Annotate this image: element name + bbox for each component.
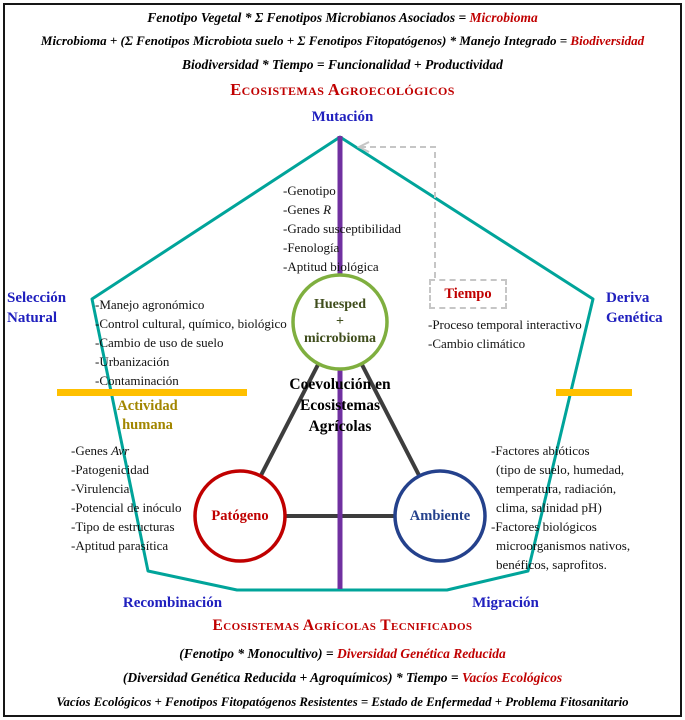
list-item-text: -Genes: [71, 443, 112, 458]
list-item: -Grado susceptibilidad: [283, 221, 402, 236]
list-item: -Urbanización: [95, 354, 170, 369]
list-item: temperatura, radiación,: [496, 481, 617, 496]
force-migracion: Migración: [472, 595, 539, 611]
host-node-line2: +: [336, 314, 344, 329]
host-circle: [291, 273, 389, 371]
human-activity-line1: Actividad: [117, 398, 178, 414]
list-item: -Control cultural, químico, biológico: [95, 316, 287, 331]
force-recombinacion: Recombinación: [122, 595, 223, 611]
list-item: clima, salinidad pH): [496, 500, 602, 515]
pathogen-factors-list: -Genes Avr -Patogenicidad -Virulencia -P…: [71, 441, 181, 555]
environment-factors-list: -Factores abióticos (tipo de suelo, hume…: [491, 441, 630, 574]
force-deriva-genetica: Deriva Genética: [606, 288, 663, 328]
list-item: -Patogenicidad: [71, 462, 149, 477]
list-item: -Factores abióticos: [491, 443, 590, 458]
list-item: -Aptitud biológica: [283, 259, 379, 274]
formula-biodiversidad: Microbioma + (Σ Fenotipos Microbiota sue…: [0, 33, 685, 49]
formula-vacios-ecologicos: (Diversidad Genética Reducida + Agroquím…: [0, 670, 685, 686]
time-factors-list: -Proceso temporal interactivo -Cambio cl…: [428, 315, 582, 353]
list-item: -Cambio de uso de suelo: [95, 335, 224, 350]
formula-microbioma-expression: Fenotipo Vegetal * Σ Fenotipos Microbian…: [147, 10, 470, 25]
list-item: -Fenología: [283, 240, 340, 255]
central-title-line2: Ecosistemas: [299, 397, 381, 414]
list-item: microorganismos nativos,: [496, 538, 631, 553]
header-tecnificados: Ecosistemas Agrícolas Tecnificados: [212, 617, 473, 634]
host-factors-list: -Genotipo -Genes R -Grado susceptibilida…: [283, 181, 401, 276]
force-seleccion-line1: Selección: [7, 290, 67, 306]
time-dashed-connector: [360, 146, 436, 280]
formula-diversidad-result: Diversidad Genética Reducida: [336, 646, 506, 661]
formula-funcionalidad: Biodiversidad * Tiempo = Funcionalidad +…: [182, 57, 503, 72]
list-item: -Factores biológicos: [491, 519, 597, 534]
human-activity-line2: humana: [122, 417, 173, 433]
force-deriva-line1: Deriva: [606, 290, 650, 306]
environment-circle: [393, 469, 487, 563]
list-item: -Genes Avr: [71, 441, 181, 460]
central-title: Coevolución en Ecosistemas Agrícolas: [250, 374, 430, 437]
list-item: -Genes R: [283, 200, 401, 219]
formula-diversidad-reducida: (Fenotipo * Monocultivo) = Diversidad Ge…: [0, 646, 685, 662]
list-item: -Genotipo: [283, 183, 336, 198]
formula-vacios-expression: (Diversidad Genética Reducida + Agroquím…: [122, 670, 462, 685]
list-item: -Aptitud parasítica: [71, 538, 169, 553]
formula-biodiversidad-result: Biodiversidad: [570, 33, 645, 48]
time-label: Tiempo: [444, 286, 492, 302]
central-title-line3: Agrícolas: [308, 418, 372, 435]
formula-diversidad-expression: (Fenotipo * Monocultivo) =: [179, 646, 337, 661]
force-seleccion-line2: Natural: [7, 310, 57, 326]
host-node-line3: microbioma: [303, 331, 377, 346]
host-node-line1: Huesped: [313, 297, 367, 312]
list-item: -Contaminación: [95, 373, 179, 388]
pathogen-circle: [193, 469, 287, 563]
gene-symbol: Avr: [111, 443, 130, 458]
list-item: -Cambio climático: [428, 336, 526, 351]
force-seleccion-natural: Selección Natural: [7, 288, 66, 328]
list-item: -Tipo de estructuras: [71, 519, 175, 534]
force-mutacion: Mutación: [311, 109, 374, 125]
human-activity-label: Actividad humana: [100, 397, 195, 435]
central-title-line1: Coevolución en: [289, 376, 391, 393]
list-item: benéficos, saprofitos.: [496, 557, 607, 572]
list-item-text: -Genes: [283, 202, 324, 217]
gene-symbol: R: [323, 202, 332, 217]
list-item: (tipo de suelo, humedad,: [496, 462, 625, 477]
time-label-box: Tiempo: [429, 279, 507, 309]
list-item: -Manejo agronómico: [95, 297, 205, 312]
host-node-label: Huesped + microbioma: [290, 296, 390, 347]
list-item: -Potencial de inóculo: [71, 500, 182, 515]
formula-vacios-result: Vacíos Ecológicos: [461, 670, 563, 685]
formula-biodiversidad-expression: Microbioma + (Σ Fenotipos Microbiota sue…: [40, 33, 571, 48]
formula-estado-enfermedad: Vacíos Ecológicos + Fenotipos Fitopatóge…: [56, 695, 629, 709]
yellow-divider-right: [556, 389, 632, 396]
list-item: -Virulencia: [71, 481, 130, 496]
list-item: -Proceso temporal interactivo: [428, 317, 582, 332]
pathogen-node-label: Patógeno: [211, 508, 269, 524]
pentagon-outline: [90, 135, 595, 592]
force-deriva-line2: Genética: [606, 310, 663, 326]
formula-microbioma-result: Microbioma: [469, 10, 538, 25]
formula-microbioma: Fenotipo Vegetal * Σ Fenotipos Microbian…: [0, 10, 685, 26]
yellow-divider-left: [57, 389, 247, 396]
environment-node-label: Ambiente: [409, 508, 471, 524]
time-dashed-arrowhead-icon: [356, 141, 370, 153]
header-agroecologicos: Ecosistemas Agroecológicos: [230, 80, 455, 99]
management-factors-list: -Manejo agronómico -Control cultural, qu…: [95, 295, 287, 390]
